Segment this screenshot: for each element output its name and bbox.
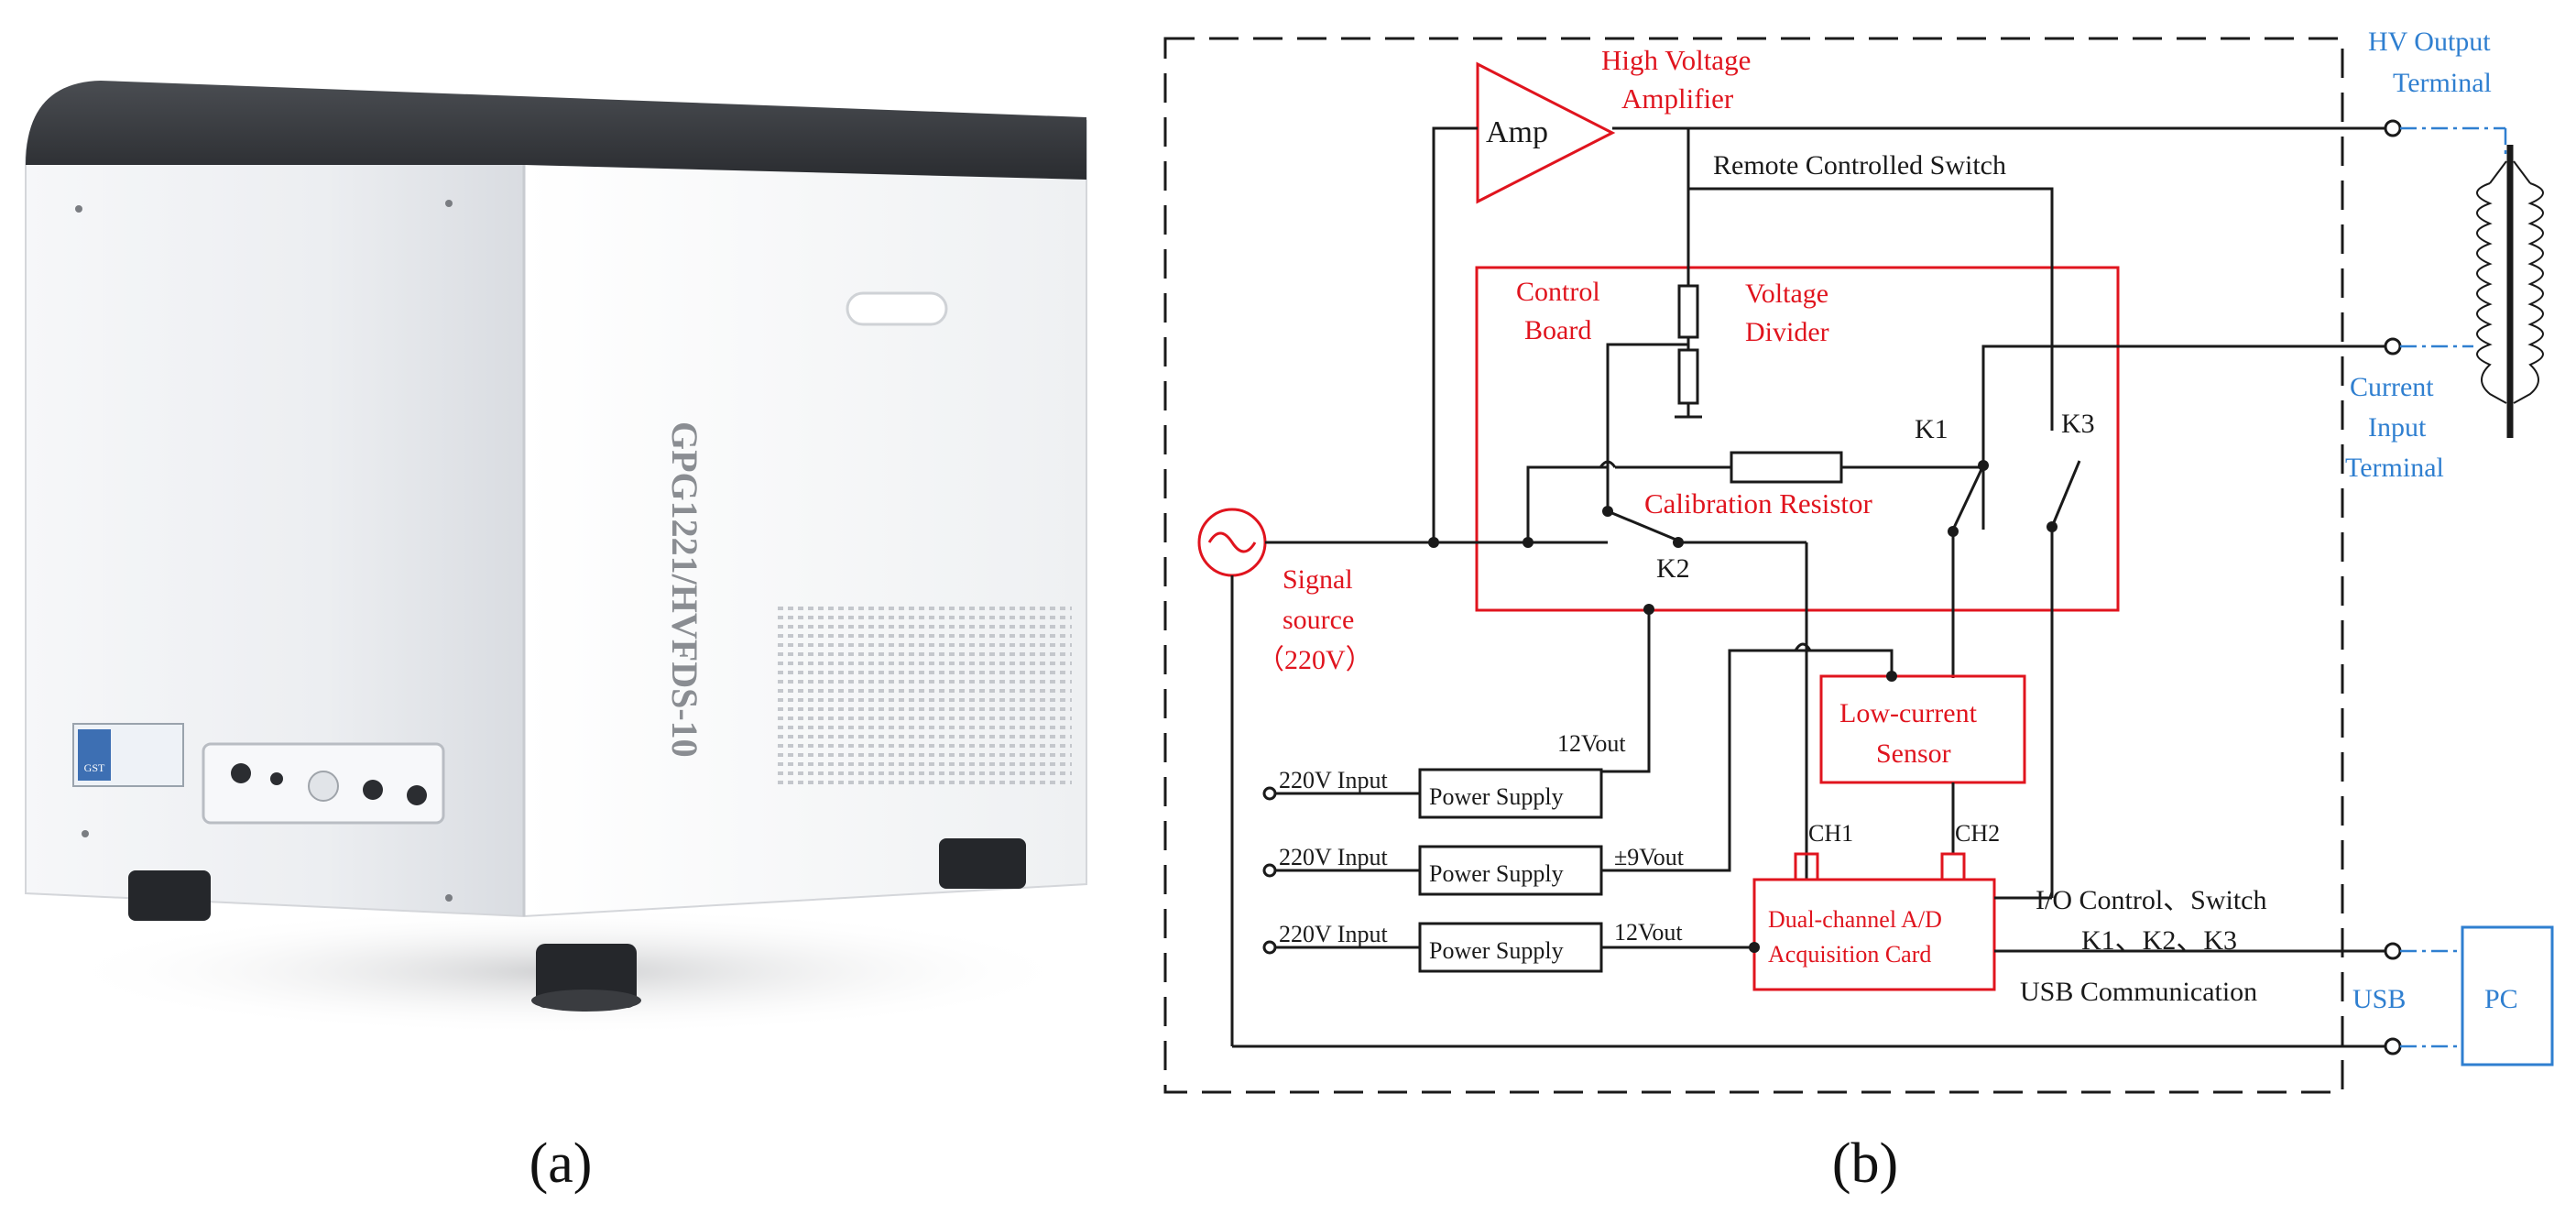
device-vent-grille — [774, 605, 1072, 788]
remote-switch-label: Remote Controlled Switch — [1713, 150, 2006, 180]
ch2-label: CH2 — [1955, 820, 2000, 847]
input-220-label-3: 220V Input — [1279, 921, 1388, 947]
voltage-divider-label-2: Divider — [1745, 317, 1829, 347]
k1-label: K1 — [1915, 414, 1948, 444]
device-side-face — [523, 101, 1087, 918]
hv-bushing — [2476, 145, 2544, 438]
caption-a: (a) — [529, 1132, 593, 1195]
current-input-terminal — [2384, 337, 2402, 355]
device-handle — [846, 291, 948, 326]
power-supply-label-3: Power Supply — [1429, 937, 1564, 964]
ch1-connector — [1794, 852, 1819, 881]
signal-source-label-2: source — [1283, 605, 1354, 635]
calibration-resistor — [1730, 451, 1843, 484]
k2-switch-blade — [1607, 509, 1679, 542]
voltage-divider-label-1: Voltage — [1745, 279, 1828, 309]
control-board-box — [1475, 266, 2120, 612]
k3-switch-blade — [2050, 460, 2081, 528]
control-board-label-1: Control — [1516, 277, 1600, 307]
hv-output-label-1: HV Output — [2368, 27, 2491, 57]
current-input-label-1: Current — [2350, 372, 2434, 402]
amp-label: Amp — [1486, 115, 1548, 149]
ad-acquisition-card — [1752, 878, 1996, 991]
io-control-label: I/O Control、Switch — [2036, 885, 2267, 915]
k-list-label: K1、K2、K3 — [2081, 925, 2237, 956]
usb-label: USB — [2352, 984, 2406, 1014]
ch1-label: CH1 — [1808, 820, 1853, 847]
hv-amplifier-label-2: Amplifier — [1621, 82, 1734, 115]
input-220-label-1: 220V Input — [1279, 767, 1388, 793]
device-top-cover — [26, 81, 1086, 180]
caption-b: (b) — [1832, 1132, 1898, 1195]
current-input-label-3: Terminal — [2345, 453, 2444, 483]
vout-12-top-label: 12Vout — [1557, 730, 1626, 757]
ad-card-label-1: Dual-channel A/D — [1768, 906, 1942, 933]
power-supply-label-1: Power Supply — [1429, 783, 1564, 810]
amplifier-symbol — [1476, 61, 1616, 204]
hv-amplifier-label-1: High Voltage — [1601, 44, 1751, 76]
enclosure-dashed-border — [1163, 37, 2344, 1094]
device-feet — [128, 838, 1026, 1012]
device-model-label: GPG1221/HVFDS-10 — [664, 421, 705, 758]
control-board-label-2: Board — [1524, 315, 1591, 345]
low-current-sensor-label-2: Sensor — [1876, 738, 1951, 769]
k3-label: K3 — [2061, 409, 2095, 439]
k2-label: K2 — [1656, 553, 1690, 584]
low-current-sensor-label-1: Low-current — [1839, 698, 1978, 728]
schematic — [1163, 37, 2554, 1094]
signal-source-label-1: Signal — [1283, 564, 1353, 595]
calibration-resistor-label: Calibration Resistor — [1644, 487, 1873, 520]
pc-box — [2461, 925, 2554, 1066]
hv-output-terminal — [2384, 119, 2402, 137]
low-current-sensor — [1819, 674, 2026, 784]
device-logo-text: GST — [84, 761, 105, 774]
divider-resistor-bottom — [1677, 348, 1699, 405]
external-connections — [2400, 126, 2507, 1048]
current-input-label-2: Input — [2368, 412, 2427, 443]
usb-communication-label: USB Communication — [2020, 977, 2257, 1007]
power-supply-label-2: Power Supply — [1429, 860, 1564, 887]
schematic-labels: Amp High Voltage Amplifier HV Output Ter… — [1257, 27, 2518, 1014]
input-220-label-2: 220V Input — [1279, 844, 1388, 870]
ground-terminal — [2384, 1037, 2402, 1055]
k1-switch-blade — [1951, 465, 1985, 530]
ch2-connector — [1940, 852, 1966, 881]
hv-output-label-2: Terminal — [2393, 68, 2492, 98]
pc-label: PC — [2484, 984, 2518, 1014]
device-photo: GST GPG1221/HVFDS-10 — [25, 81, 1087, 1035]
vout-12-bottom-label: 12Vout — [1614, 919, 1683, 946]
signal-source-label-3: （220V） — [1257, 645, 1373, 675]
ad-card-label-2: Acquisition Card — [1768, 941, 1931, 968]
vout-9-label: ±9Vout — [1614, 844, 1685, 870]
usb-terminal — [2384, 942, 2402, 960]
divider-resistor-top — [1677, 284, 1699, 339]
